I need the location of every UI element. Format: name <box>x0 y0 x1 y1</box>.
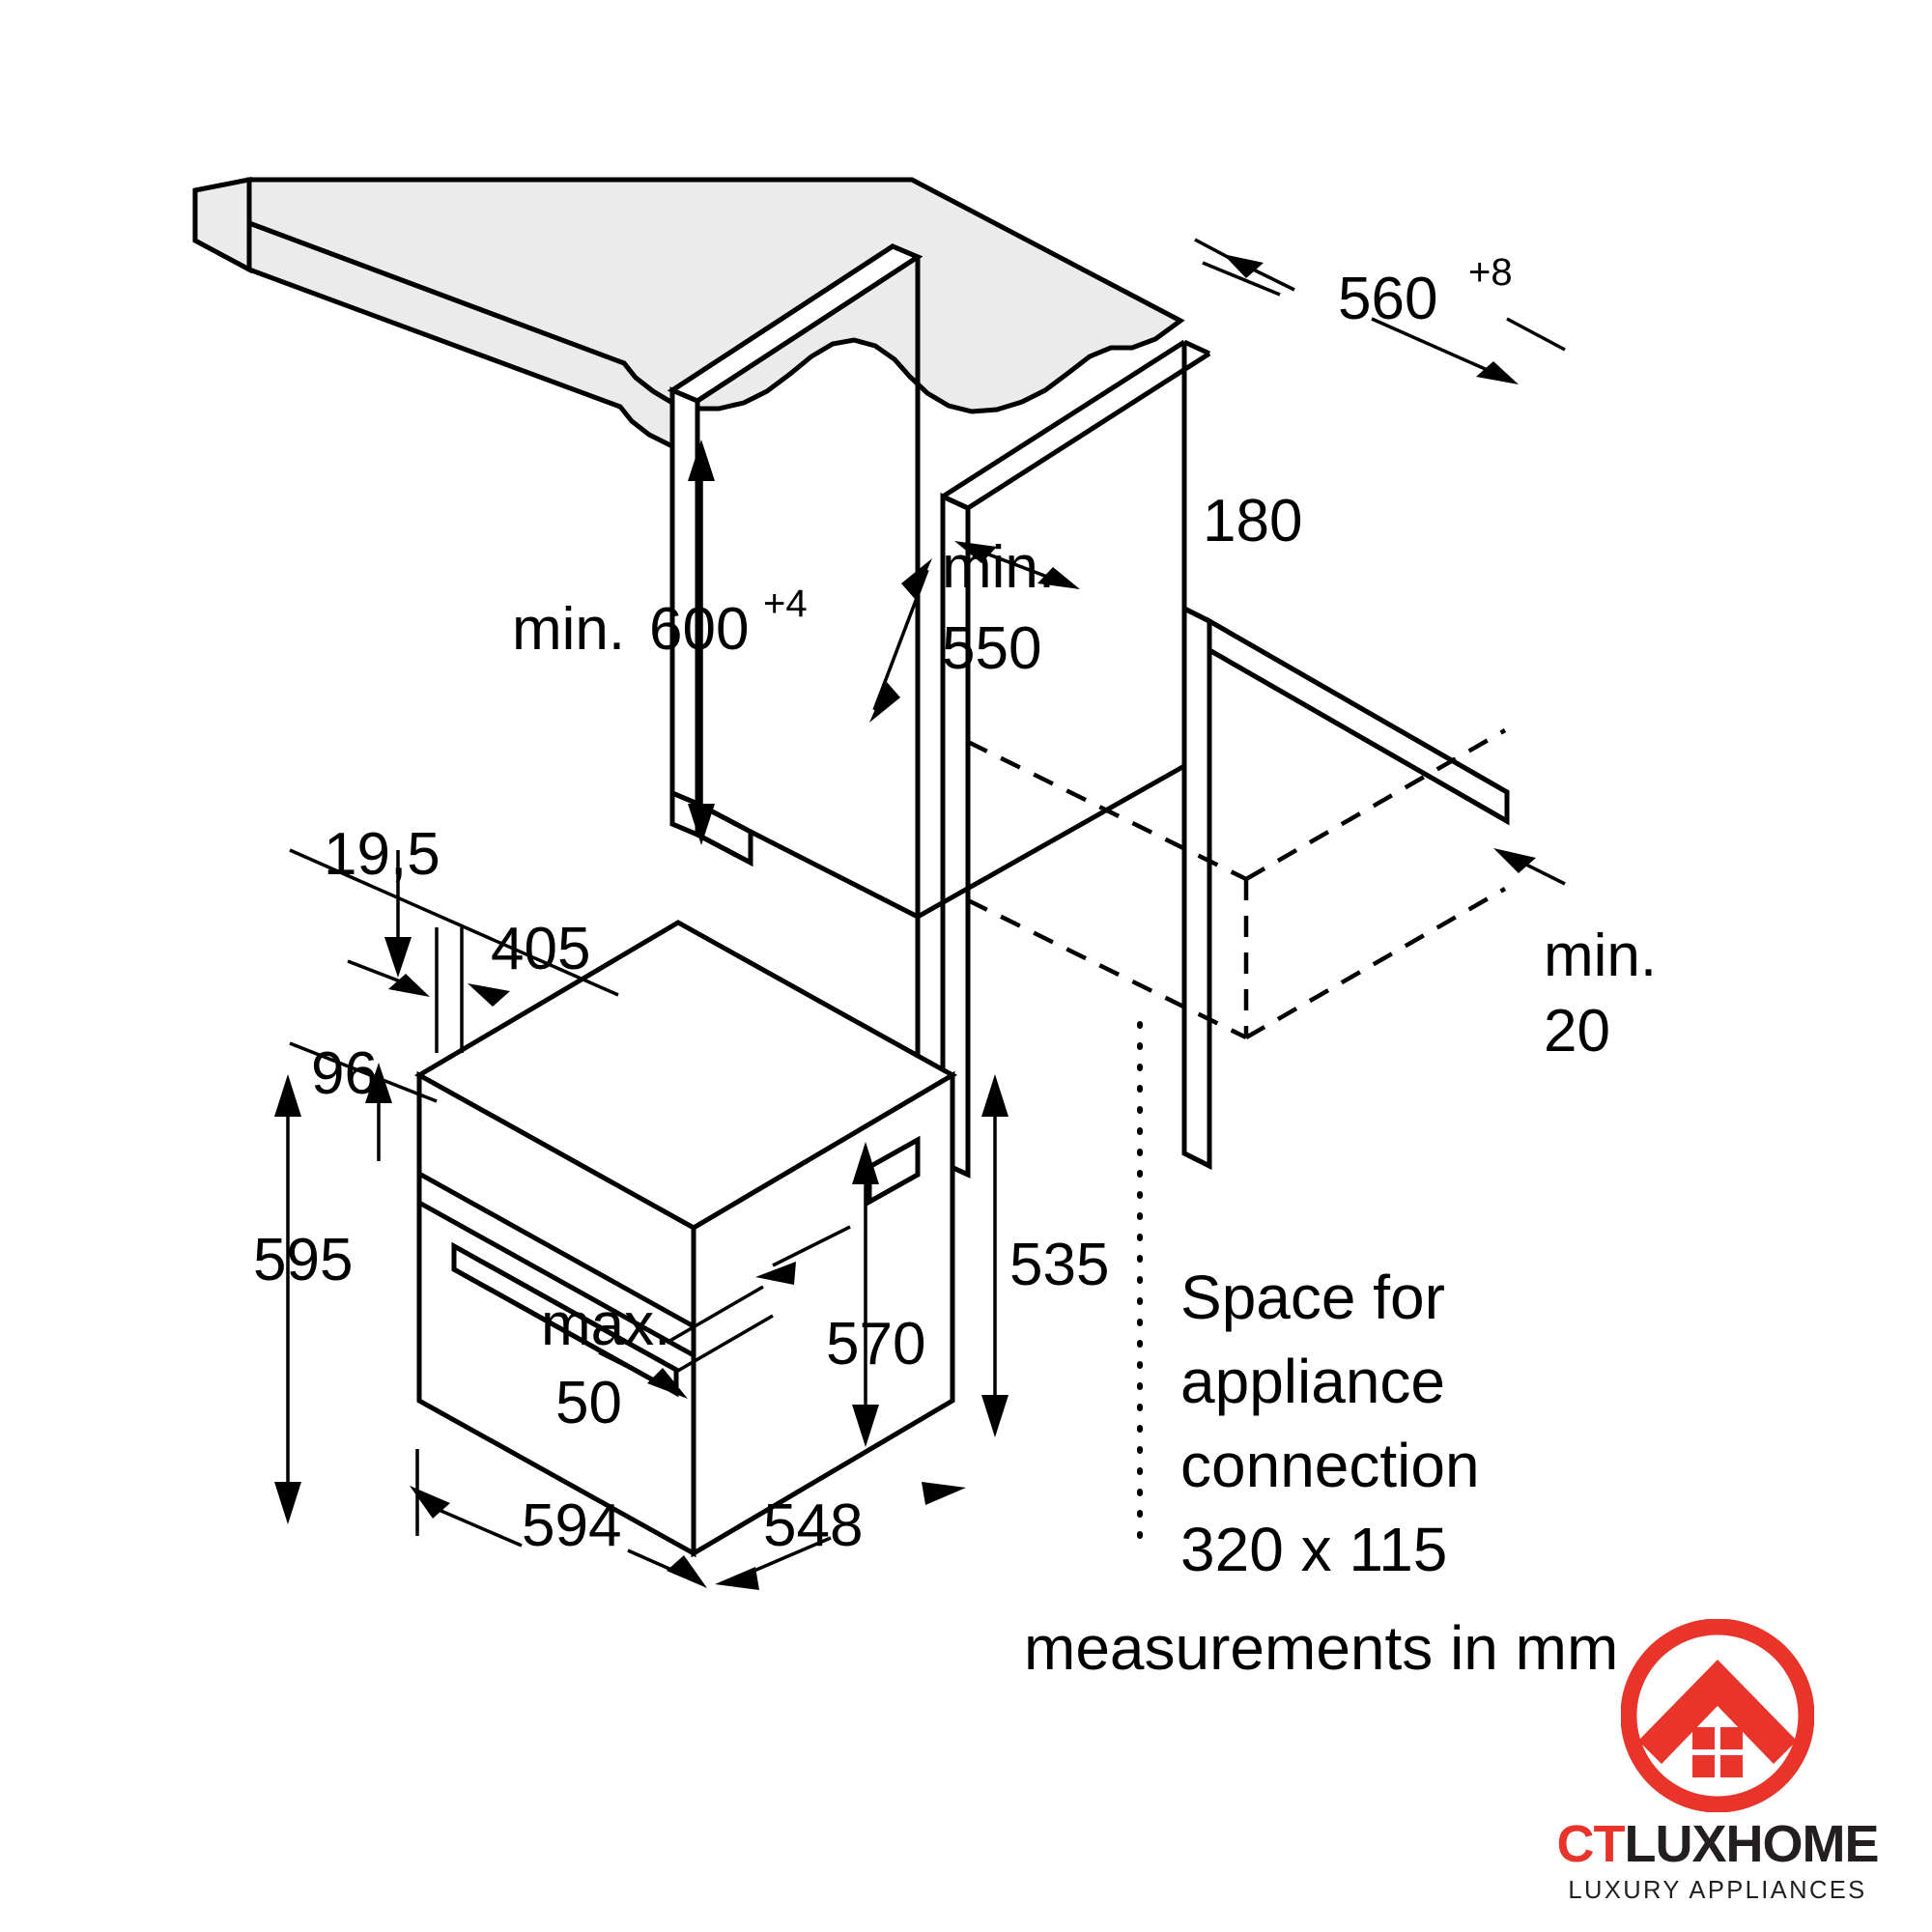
dim-570-arrow-down <box>852 1405 879 1447</box>
dim-548-arrow-right <box>922 1482 966 1505</box>
house-in-circle-icon <box>1621 1619 1814 1812</box>
label-96: 96 <box>311 1040 378 1107</box>
dim-560-ext-right <box>1202 261 1281 297</box>
dim-96-lead <box>289 1041 438 1103</box>
logo-window-tl <box>1692 1727 1715 1749</box>
niche-carcass <box>667 243 1510 1179</box>
logo-window-br <box>1720 1755 1743 1777</box>
dim-max50-arrow-c <box>647 1368 688 1399</box>
label-560: 560 <box>1338 266 1437 332</box>
dimension-labels: 560 +8 min. 600 +4 min. 550 180 min. 20 … <box>253 251 1657 1559</box>
niche-right-board <box>1181 604 1212 1171</box>
label-600-superscript: +4 <box>763 582 808 625</box>
oven-unit <box>413 920 958 1558</box>
label-19-5: 19,5 <box>324 821 440 888</box>
dim-560-ext-a <box>1194 238 1254 272</box>
label-600: 600 <box>649 596 749 663</box>
label-595: 595 <box>253 1227 353 1293</box>
dim-550-arrow-down <box>869 682 900 723</box>
logo-brand-lux: LUXHOME <box>1624 1815 1879 1873</box>
dim-535-arrow-up <box>981 1074 1009 1117</box>
dim-595-arrow-down <box>274 1482 301 1524</box>
note-line-2: appliance <box>1180 1347 1445 1416</box>
logo-wordmark: CTLUXHOME <box>1544 1818 1891 1870</box>
dim-180-arrow-left <box>954 541 997 563</box>
label-550: 550 <box>942 615 1041 682</box>
oven-door-gap-line <box>417 1200 696 1358</box>
dim-600-arrow-up <box>688 440 715 481</box>
hidden-cavity-upper-left <box>967 739 1247 882</box>
logo-brand-ct: CT <box>1556 1815 1626 1873</box>
hidden-cavity-lower-right <box>1244 887 1507 1039</box>
note-line-4: 320 x 115 <box>1180 1515 1447 1584</box>
label-405: 405 <box>491 916 590 982</box>
dim-405-lead-a <box>347 959 416 989</box>
note-line-1: Space for <box>1180 1263 1445 1332</box>
dim-550-line <box>872 569 929 711</box>
label-570: 570 <box>826 1311 925 1378</box>
oven-control-panel-line <box>417 1171 696 1329</box>
logo-roof <box>1638 1660 1797 1764</box>
oven-body-side <box>691 1070 955 1558</box>
dim-max50-arrow-b <box>755 1262 796 1285</box>
dim-548-lead-left <box>749 1536 832 1575</box>
logo-window-tr <box>1720 1727 1743 1749</box>
niche-floor-front-edge <box>749 829 920 920</box>
dim-20-arrow <box>1493 848 1536 873</box>
logo-tagline: LUXURY APPLIANCES <box>1568 1877 1867 1904</box>
dim-max50-line-a <box>666 1285 764 1345</box>
label-548: 548 <box>763 1492 863 1559</box>
right-side <box>967 728 1507 1040</box>
note-line-3: connection <box>1180 1431 1480 1500</box>
label-550-prefix: min. <box>942 534 1055 601</box>
note-units: measurements in mm <box>1024 1613 1618 1683</box>
dim-96-arrow-a <box>365 1063 392 1103</box>
dim-560-arrowhead-r <box>1476 361 1519 384</box>
dim-560-ext-c <box>1506 317 1566 352</box>
label-20: 20 <box>1544 998 1610 1065</box>
label-max50: 50 <box>555 1370 622 1436</box>
ct-luxhome-logo: CTLUXHOME LUXURY APPLIANCES <box>1544 1619 1891 1905</box>
dimension-lines <box>274 238 1566 1590</box>
hidden-cavity-lower-left <box>967 897 1247 1040</box>
dim-600-arrow-down <box>688 804 715 845</box>
dim-548-arrow-left <box>715 1567 759 1590</box>
label-max50-prefix: max. <box>541 1292 670 1358</box>
niche-floor-rear-edge <box>916 763 1186 920</box>
hidden-cavity-upper-right <box>1244 728 1507 881</box>
dim-195-arrow-down <box>384 937 412 978</box>
dim-594-lead-left <box>436 1507 523 1548</box>
dim-max50-lead-a <box>772 1225 851 1267</box>
dim-max50-line-b <box>675 1314 774 1374</box>
label-20-prefix: min. <box>1544 923 1657 989</box>
label-600-prefix: min. <box>512 596 625 663</box>
logo-circle <box>1621 1619 1814 1812</box>
dim-595-arrow-up <box>274 1074 301 1117</box>
logo-window-bl <box>1692 1755 1715 1777</box>
countertop <box>192 176 1185 451</box>
dim-594-arrow-right <box>667 1555 707 1588</box>
notes-block: Space for appliance connection 320 x 115… <box>1024 1263 1618 1683</box>
dim-550-arrow-up <box>901 558 932 599</box>
label-535: 535 <box>1009 1232 1109 1298</box>
dim-570-arrow-up <box>852 1142 879 1184</box>
dim-535-arrow-down <box>981 1395 1009 1437</box>
label-180: 180 <box>1203 488 1302 554</box>
dim-560-arrow-line-right <box>1371 317 1508 381</box>
label-594: 594 <box>522 1492 621 1559</box>
dim-195-leader-line <box>289 848 619 997</box>
dim-405-arrowhead-b <box>468 983 510 1007</box>
label-560-superscript: +8 <box>1468 251 1513 294</box>
dim-594-lead-right <box>627 1548 696 1582</box>
dim-180-arrow-right <box>1037 567 1080 589</box>
